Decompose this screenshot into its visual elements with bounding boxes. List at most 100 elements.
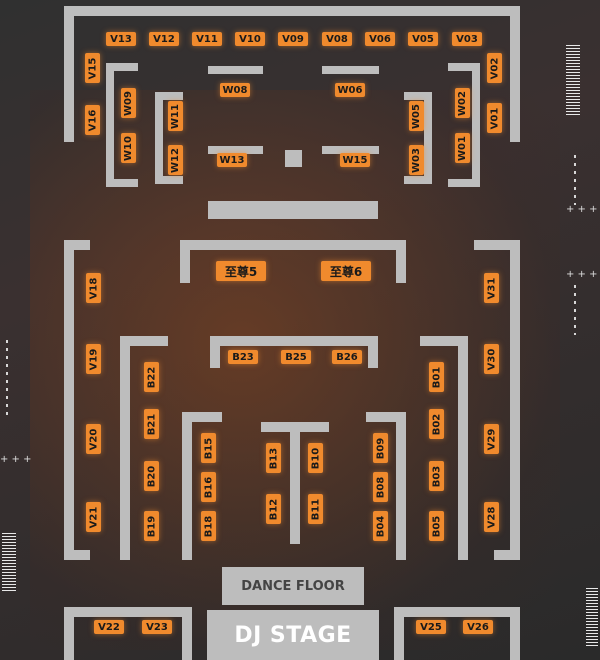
seat-label: B22 bbox=[146, 366, 158, 388]
seat-b16[interactable]: B16 bbox=[201, 472, 216, 502]
wall bbox=[404, 176, 432, 184]
seat-v08[interactable]: V08 bbox=[322, 32, 352, 46]
seat-b26[interactable]: B26 bbox=[332, 350, 362, 364]
wall bbox=[210, 336, 220, 368]
seat-b04[interactable]: B04 bbox=[373, 511, 388, 541]
seat-v21[interactable]: V21 bbox=[86, 502, 101, 532]
wall bbox=[396, 412, 406, 560]
wall bbox=[366, 412, 406, 422]
seat-v10[interactable]: V10 bbox=[235, 32, 265, 46]
seat-b03[interactable]: B03 bbox=[429, 461, 444, 491]
seat-b23[interactable]: B23 bbox=[228, 350, 258, 364]
seat-v18[interactable]: V18 bbox=[86, 273, 101, 303]
seat-b09[interactable]: B09 bbox=[373, 433, 388, 463]
seat-label: B21 bbox=[146, 413, 158, 435]
seat-w13[interactable]: W13 bbox=[217, 153, 247, 167]
seat-v31[interactable]: V31 bbox=[484, 273, 499, 303]
wall bbox=[472, 63, 480, 187]
seat-b01[interactable]: B01 bbox=[429, 362, 444, 392]
wall bbox=[420, 336, 468, 346]
seat-v12[interactable]: V12 bbox=[149, 32, 179, 46]
seat-label: B08 bbox=[375, 476, 387, 498]
seat-v22[interactable]: V22 bbox=[94, 620, 124, 634]
tick-decoration-left bbox=[6, 340, 8, 415]
seat-b11[interactable]: B11 bbox=[308, 494, 323, 524]
seat-v23[interactable]: V23 bbox=[142, 620, 172, 634]
wall-right-lower bbox=[510, 240, 520, 560]
wall-left-lower bbox=[64, 240, 74, 560]
seat-v30[interactable]: V30 bbox=[484, 344, 499, 374]
seat-w06[interactable]: W06 bbox=[335, 83, 365, 97]
seat-w11[interactable]: W11 bbox=[168, 101, 183, 131]
wall bbox=[106, 63, 138, 71]
seat-v09[interactable]: V09 bbox=[278, 32, 308, 46]
seat-w10[interactable]: W10 bbox=[121, 133, 136, 163]
wall bbox=[182, 607, 192, 660]
wall bbox=[494, 550, 520, 560]
seat-b10[interactable]: B10 bbox=[308, 443, 323, 473]
seat-b22[interactable]: B22 bbox=[144, 362, 159, 392]
seat-label: V02 bbox=[489, 57, 500, 79]
seat-v06[interactable]: V06 bbox=[365, 32, 395, 46]
seat-w01[interactable]: W01 bbox=[455, 133, 470, 163]
seat-w12[interactable]: W12 bbox=[168, 145, 183, 175]
seat-label: W05 bbox=[411, 103, 423, 129]
seat-v01[interactable]: V01 bbox=[487, 103, 502, 133]
seat-b15[interactable]: B15 bbox=[201, 433, 216, 463]
seat-label: V15 bbox=[87, 57, 98, 79]
seat-w05[interactable]: W05 bbox=[409, 101, 424, 131]
wall-right-top bbox=[510, 6, 520, 142]
seat-vip-6[interactable]: 至尊6 bbox=[321, 261, 371, 281]
seat-v29[interactable]: V29 bbox=[484, 424, 499, 454]
wall bbox=[64, 607, 192, 617]
seat-label: W02 bbox=[457, 90, 469, 116]
seat-v02[interactable]: V02 bbox=[487, 53, 502, 83]
wall bbox=[474, 240, 520, 250]
seat-v16[interactable]: V16 bbox=[85, 105, 100, 135]
seat-w02[interactable]: W02 bbox=[455, 88, 470, 118]
seat-b19[interactable]: B19 bbox=[144, 511, 159, 541]
seat-w03[interactable]: W03 bbox=[409, 145, 424, 175]
seat-v28[interactable]: V28 bbox=[484, 502, 499, 532]
wall bbox=[510, 607, 520, 660]
seat-b20[interactable]: B20 bbox=[144, 461, 159, 491]
seat-b02[interactable]: B02 bbox=[429, 409, 444, 439]
seat-b18[interactable]: B18 bbox=[201, 511, 216, 541]
seat-label: B18 bbox=[203, 515, 215, 537]
seat-v20[interactable]: V20 bbox=[86, 424, 101, 454]
wall bbox=[448, 179, 480, 187]
seat-v26[interactable]: V26 bbox=[463, 620, 493, 634]
seat-b25[interactable]: B25 bbox=[281, 350, 311, 364]
seat-b12[interactable]: B12 bbox=[266, 494, 281, 524]
seat-v25[interactable]: V25 bbox=[416, 620, 446, 634]
wall bbox=[208, 66, 263, 74]
seat-w08[interactable]: W08 bbox=[220, 83, 250, 97]
seat-label: W03 bbox=[411, 147, 423, 173]
seat-b08[interactable]: B08 bbox=[373, 472, 388, 502]
seat-w15[interactable]: W15 bbox=[340, 153, 370, 167]
seat-label: V19 bbox=[88, 348, 99, 370]
wall bbox=[448, 63, 480, 71]
seat-b21[interactable]: B21 bbox=[144, 409, 159, 439]
seat-label: B05 bbox=[431, 515, 443, 537]
wall bbox=[368, 336, 378, 368]
wall bbox=[120, 336, 130, 560]
dj-stage: DJ STAGE bbox=[207, 610, 379, 660]
seat-label: V28 bbox=[486, 506, 497, 528]
plus-decoration: + + + bbox=[0, 454, 32, 465]
seat-w09[interactable]: W09 bbox=[121, 88, 136, 118]
seat-v15[interactable]: V15 bbox=[85, 53, 100, 83]
wall bbox=[424, 92, 432, 184]
seat-vip-5[interactable]: 至尊5 bbox=[216, 261, 266, 281]
seat-v19[interactable]: V19 bbox=[86, 344, 101, 374]
seat-v03[interactable]: V03 bbox=[452, 32, 482, 46]
seat-b05[interactable]: B05 bbox=[429, 511, 444, 541]
seat-v13[interactable]: V13 bbox=[106, 32, 136, 46]
seat-v11[interactable]: V11 bbox=[192, 32, 222, 46]
seat-label: B04 bbox=[375, 515, 387, 537]
seat-b13[interactable]: B13 bbox=[266, 443, 281, 473]
seat-v05[interactable]: V05 bbox=[408, 32, 438, 46]
dance-floor: DANCE FLOOR bbox=[222, 567, 364, 605]
wall bbox=[394, 607, 404, 660]
seat-label: B15 bbox=[203, 437, 215, 459]
